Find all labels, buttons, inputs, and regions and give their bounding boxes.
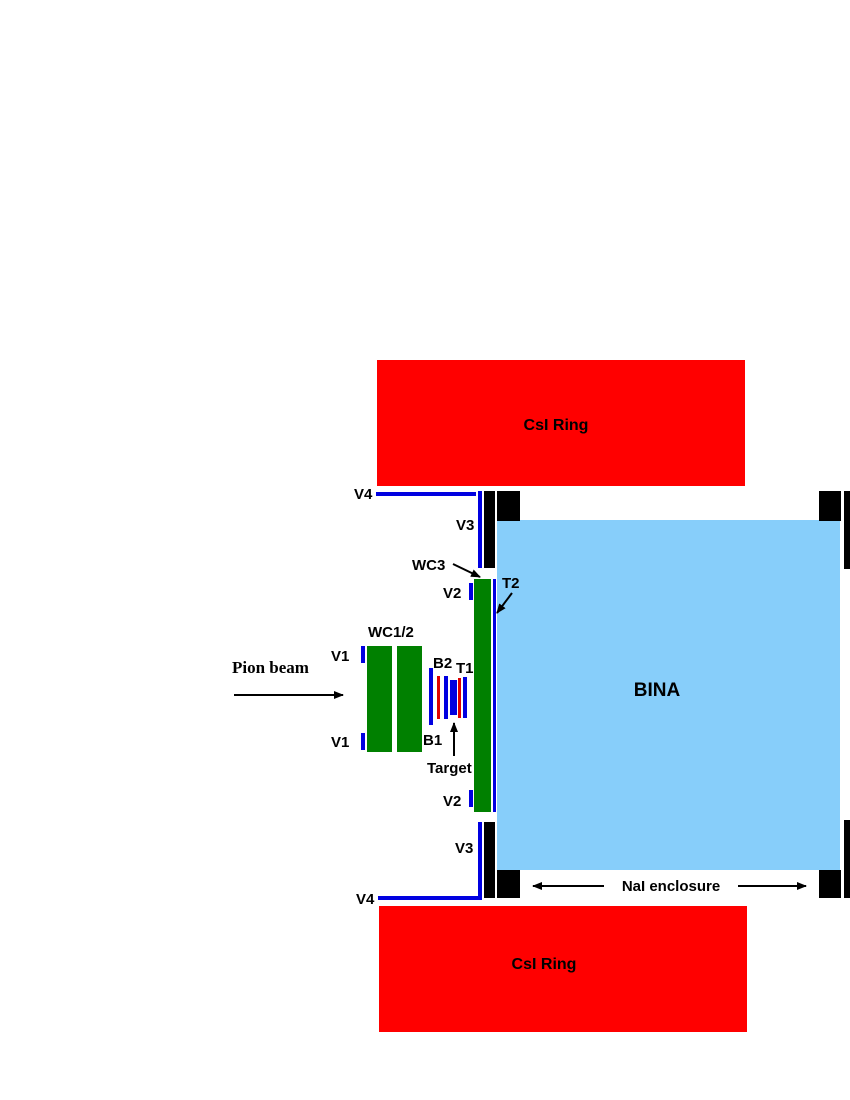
- enclosure-edge-top-right: [844, 491, 850, 569]
- enclosure-edge-bottom-right: [844, 820, 850, 898]
- wc3-label: WC3: [412, 557, 445, 574]
- v1-bottom-bar: [361, 733, 365, 750]
- v3-top-label: V3: [456, 517, 474, 534]
- nai-enclosure-label: NaI enclosure: [622, 878, 720, 895]
- enclosure-block-bottom-right: [819, 870, 841, 898]
- wc12-label: WC1/2: [368, 624, 414, 641]
- t1-counter-a: [458, 678, 461, 718]
- enclosure-bar-top-left: [484, 491, 495, 568]
- v2-top-label: V2: [443, 585, 461, 602]
- enclosure-block-top-right: [819, 491, 841, 521]
- v3-top-bar: [478, 491, 482, 568]
- b2-counter-b: [444, 676, 448, 719]
- t2-counter: [493, 579, 496, 812]
- t2-arrow: [496, 592, 513, 614]
- v4-top-label: V4: [354, 486, 373, 503]
- csi-ring-top: [377, 360, 745, 486]
- v4-bottom-bar: [378, 896, 478, 900]
- b2-label: B2: [433, 655, 452, 672]
- enclosure-bar-bottom-left: [484, 822, 495, 898]
- v1-top-bar: [361, 646, 365, 663]
- csi-ring-top-label: CsI Ring: [524, 417, 589, 434]
- enclosure-block-bottom-left: [497, 870, 520, 898]
- wc1-chamber: [367, 646, 392, 752]
- v2-bottom-label: V2: [443, 793, 461, 810]
- v1-bottom-label: V1: [331, 734, 349, 751]
- csi-ring-bottom-label: CsI Ring: [512, 956, 577, 973]
- v3-bottom-bar: [478, 822, 482, 900]
- v4-top-bar: [376, 492, 476, 496]
- wc3-arrow: [452, 563, 481, 578]
- wc3-chamber: [474, 579, 491, 812]
- target-cell: [450, 680, 457, 715]
- pion-beam-label: Pion beam: [232, 658, 309, 677]
- b1-label: B1: [423, 732, 442, 749]
- v3-bottom-label: V3: [455, 840, 473, 857]
- v4-bottom-label: V4: [356, 891, 375, 908]
- v2-bottom-bar: [469, 790, 473, 807]
- wc2-chamber: [397, 646, 422, 752]
- b2-counter-a: [437, 676, 440, 719]
- bina-label: BINA: [634, 680, 681, 701]
- t1-counter-b: [463, 677, 467, 718]
- csi-ring-bottom: [379, 906, 747, 1032]
- enclosure-block-top-left: [497, 491, 520, 521]
- b1-counter: [429, 668, 433, 725]
- bina-detector: [497, 520, 840, 870]
- v1-top-label: V1: [331, 648, 349, 665]
- t1-label: T1: [456, 660, 474, 677]
- t2-label: T2: [502, 575, 520, 592]
- target-label: Target: [427, 760, 472, 777]
- v2-top-bar: [469, 583, 473, 600]
